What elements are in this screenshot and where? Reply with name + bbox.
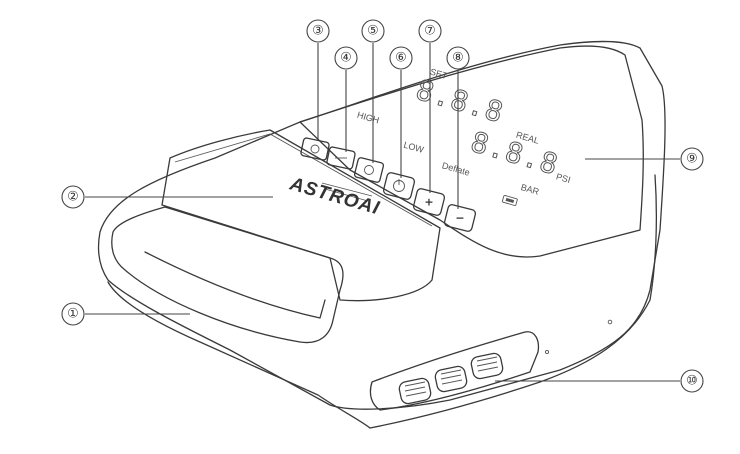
unit-button[interactable] xyxy=(326,146,356,170)
device-body xyxy=(97,40,666,429)
set-label: SET xyxy=(429,67,449,82)
callout-7: ⑦ xyxy=(424,24,436,39)
carry-lid xyxy=(161,129,441,302)
battery-icon xyxy=(501,194,518,206)
light-button[interactable] xyxy=(353,157,385,183)
plus-glyph: + xyxy=(424,196,433,209)
mode-button[interactable] xyxy=(300,137,330,161)
screw-icon xyxy=(544,349,550,355)
callout-10: ⑩ xyxy=(686,374,698,389)
callouts: ① ② ③ ④ ⑤ ⑥ ⑦ ⑧ ⑨ ⑩ xyxy=(61,19,704,393)
minus-button[interactable]: − xyxy=(443,204,477,232)
low-label: LOW xyxy=(402,140,425,155)
callout-9: ⑨ xyxy=(686,152,698,167)
port-2 xyxy=(434,365,468,393)
power-button[interactable] xyxy=(382,172,416,200)
callout-4: ④ xyxy=(340,51,352,66)
high-label: HIGH xyxy=(356,110,380,126)
callout-1: ① xyxy=(67,307,79,322)
set-digits: 8.8.8 xyxy=(412,73,507,129)
port-3 xyxy=(470,352,504,380)
screw-icon xyxy=(607,319,613,325)
callout-5: ⑤ xyxy=(367,24,379,39)
ports xyxy=(369,331,540,411)
callout-8: ⑧ xyxy=(452,51,464,66)
lcd-display: SET 8.8.8 REAL 8.8.8 PSI BAR xyxy=(412,67,572,197)
callout-6: ⑥ xyxy=(395,51,407,66)
display-panel xyxy=(299,45,644,258)
plus-button[interactable]: + xyxy=(412,188,446,216)
port-1 xyxy=(398,377,432,405)
callout-2: ② xyxy=(67,190,79,205)
psi-label: PSI xyxy=(555,171,572,185)
bar-label: BAR xyxy=(520,182,541,197)
control-buttons: + − xyxy=(300,137,477,232)
real-digits: 8.8.8 xyxy=(467,125,562,181)
minus-glyph: − xyxy=(455,212,464,225)
deflate-label: Deflate xyxy=(441,160,471,177)
callout-3: ③ xyxy=(312,24,324,39)
